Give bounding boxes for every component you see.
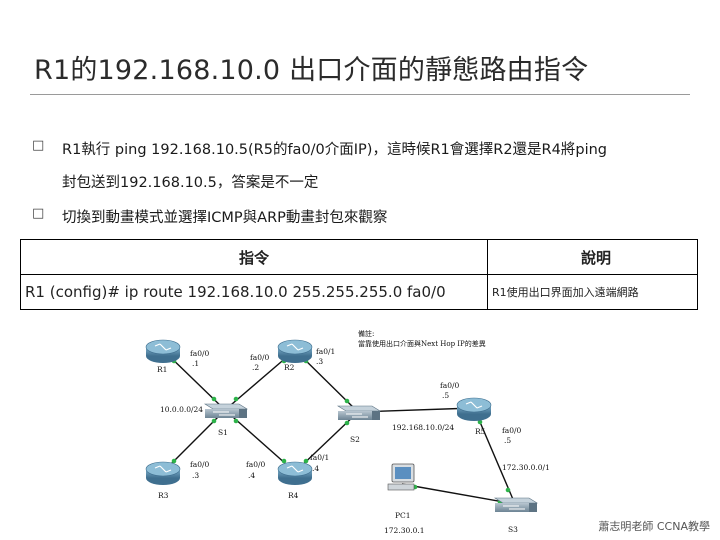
- network-192-label: 192.168.10.0/24: [392, 423, 454, 432]
- r2-host2-label: .3: [316, 357, 323, 366]
- r3-port-label: fa0/0: [190, 460, 210, 469]
- bullet-box-icon: □: [32, 138, 45, 153]
- title-divider: [30, 94, 690, 95]
- switch-icon[interactable]: [203, 403, 249, 418]
- router-r2-label: R2: [284, 363, 295, 372]
- header-description: 說明: [487, 239, 698, 275]
- r2-port-label: fa0/0: [250, 353, 270, 362]
- footer-credit: 蕭志明老師 CCNA教學: [598, 520, 710, 533]
- r5-port2-label: fa0/0: [502, 426, 522, 435]
- network-topology-diagram: R1 fa0/0 .1 R2 fa0/0 .2 fa0/1 .3 R3 fa0/…: [145, 329, 550, 535]
- bullet-1-line1: R1執行 ping 192.168.10.5(R5的fa0/0介面IP)，這時候…: [62, 142, 607, 158]
- router-r4-label: R4: [288, 491, 299, 500]
- bullet-2-line1: 切換到動畫模式並選擇ICMP與ARP動畫封包來觀察: [62, 210, 388, 226]
- router-icon[interactable]: [456, 397, 492, 421]
- r5-port-label: fa0/0: [440, 381, 460, 390]
- header-command: 指令: [20, 239, 488, 275]
- switch-s2-label: S2: [350, 435, 360, 444]
- router-icon[interactable]: [277, 339, 313, 363]
- pc1-ip-label: 172.30.0.1: [384, 526, 425, 535]
- r1-port-label: fa0/0: [190, 349, 210, 358]
- pc1-label: PC1: [395, 511, 411, 520]
- switch-icon[interactable]: [336, 405, 382, 420]
- note-text: 當靠使用出口介面與Next Hop IP的差異: [358, 339, 486, 348]
- bullet-1-line2: 封包送到192.168.10.5，答案是不一定: [62, 175, 319, 191]
- r5-host-label: .5: [442, 391, 449, 400]
- router-icon[interactable]: [145, 339, 181, 363]
- bullet-box-icon: □: [32, 206, 45, 221]
- router-r1-label: R1: [157, 365, 167, 374]
- r5-host2-label: .5: [504, 436, 511, 445]
- pc-icon[interactable]: [387, 463, 415, 491]
- router-r5-label: R5: [475, 427, 486, 436]
- network-links: [162, 349, 516, 505]
- router-icon[interactable]: [145, 461, 181, 485]
- router-r3-label: R3: [158, 491, 169, 500]
- description-cell: R1使用出口界面加入遠端網路: [487, 274, 698, 310]
- r1-host-label: .1: [192, 359, 199, 368]
- network-172-label: 172.30.0.0/16: [502, 463, 550, 472]
- switch-s3-label: S3: [508, 525, 518, 534]
- r2-port2-label: fa0/1: [316, 347, 335, 356]
- r4-port2-label: fa0/1: [310, 453, 329, 462]
- table-header-row: 指令 說明: [20, 239, 698, 275]
- network-10-label: 10.0.0.0/24: [160, 405, 203, 414]
- switch-icon[interactable]: [493, 497, 539, 512]
- r4-host2-label: .4: [312, 464, 319, 473]
- switch-s1-label: S1: [218, 428, 228, 437]
- r4-port-label: fa0/0: [246, 460, 266, 469]
- r3-host-label: .3: [192, 471, 199, 480]
- r4-host-label: .4: [248, 471, 255, 480]
- command-table: 指令 說明 R1 (config)# ip route 192.168.10.0…: [20, 239, 698, 310]
- slide-title: R1的192.168.10.0 出口介面的靜態路由指令: [34, 55, 589, 86]
- command-cell: R1 (config)# ip route 192.168.10.0 255.2…: [20, 274, 488, 310]
- router-icon[interactable]: [277, 461, 313, 485]
- note-title: 備註:: [358, 329, 374, 338]
- r2-host-label: .2: [252, 363, 259, 372]
- table-row: R1 (config)# ip route 192.168.10.0 255.2…: [20, 274, 698, 310]
